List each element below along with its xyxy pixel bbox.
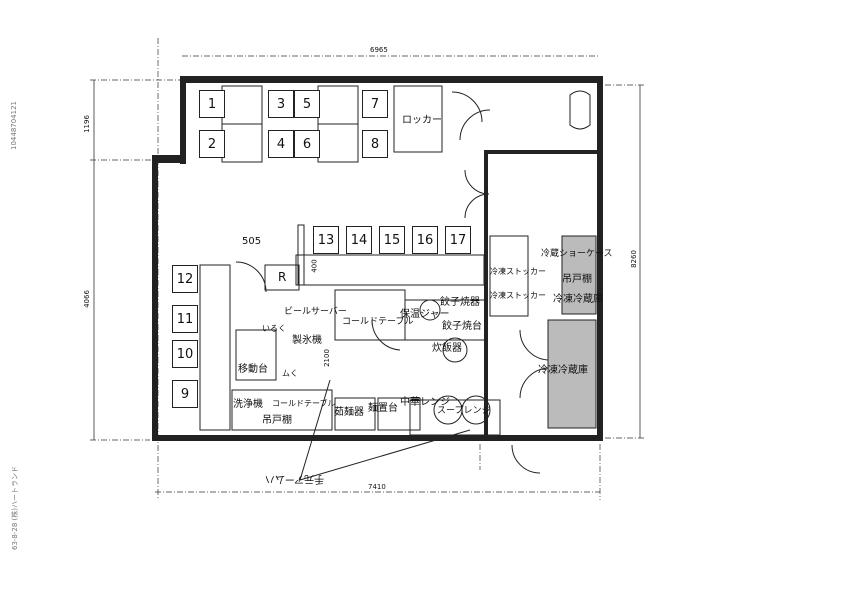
fax-id: 10448704121	[10, 101, 18, 150]
seat-4: 4	[268, 130, 294, 158]
dim-counter-depth: 400	[310, 259, 319, 273]
seat-9: 9	[172, 380, 198, 408]
seat-14: 14	[346, 226, 372, 254]
gyoza-stand-label: 餃子焼台	[442, 321, 482, 332]
seat-12: 12	[172, 265, 198, 293]
seat-3: 3	[268, 90, 294, 118]
noodle-boiler-label: 茹麺器	[334, 407, 364, 418]
seat-1: 1	[199, 90, 225, 118]
dim-left-lower: 4066	[82, 290, 91, 308]
locker-label: ロッカー	[402, 115, 442, 126]
cold-table-label: コールドテーブル	[342, 317, 414, 327]
seat-17: 17	[445, 226, 471, 254]
freezer-fridge-2-label: 冷凍冷蔵庫	[538, 365, 588, 376]
seat-6: 6	[294, 130, 320, 158]
noodle-table-label: 麺置台	[368, 403, 398, 414]
cold-table-2-label: コールドテーブル	[272, 399, 336, 408]
handwritten-note-1: いるく	[262, 324, 286, 333]
seat-10: 10	[172, 340, 198, 368]
dim-right-height: 8260	[629, 250, 638, 268]
dim-bottom-width: 7410	[368, 483, 386, 491]
seat-16: 16	[412, 226, 438, 254]
freezer-stocker-1-label: 冷凍ストッカー	[490, 267, 546, 276]
dim-left-upper: 1196	[82, 115, 91, 133]
warming-jar-label: 保温ジャー	[400, 309, 450, 320]
handwritten-note-2: ムく	[282, 369, 298, 378]
dim-top-width: 6965	[370, 46, 388, 54]
hand-note: 手元アームハ	[265, 473, 325, 484]
seat-2: 2	[199, 130, 225, 158]
mobile-table-label: 移動台	[238, 364, 268, 375]
seat-7: 7	[362, 90, 388, 118]
ice-maker-label: 製氷機	[292, 335, 322, 346]
seat-15: 15	[379, 226, 405, 254]
dim-kitchen-width: 2100	[322, 349, 331, 367]
soup-range-label: スープレンジ	[437, 406, 491, 416]
freezer-stocker-2-label: 冷凍ストッカー	[490, 291, 546, 300]
dim-counter-gap: 505	[242, 236, 262, 247]
seat-11: 11	[172, 305, 198, 333]
chinese-range-label: 中華レンジ	[400, 397, 450, 408]
gyoza-cooker-label: 餃子焼器	[440, 297, 480, 308]
seat-5: 5	[294, 90, 320, 118]
seat-8: 8	[362, 130, 388, 158]
refrigerator-marker: R	[278, 270, 287, 284]
freezer-fridge-1-label: 冷凍冷蔵庫	[553, 294, 603, 305]
rice-cooker-label: 炊飯器	[432, 343, 462, 354]
hanging-cabinet-label: 吊戸棚	[262, 415, 292, 426]
beer-server-label: ビールサーバー	[284, 307, 347, 317]
fax-header: 63-8-28 (株)ハートランド	[11, 465, 19, 550]
refrigerated-showcase-label: 冷蔵ショーケース	[541, 249, 613, 259]
washer-label: 洗浄機	[233, 399, 263, 410]
seat-13: 13	[313, 226, 339, 254]
hanging-cabinet-2-label: 吊戸棚	[562, 274, 592, 285]
